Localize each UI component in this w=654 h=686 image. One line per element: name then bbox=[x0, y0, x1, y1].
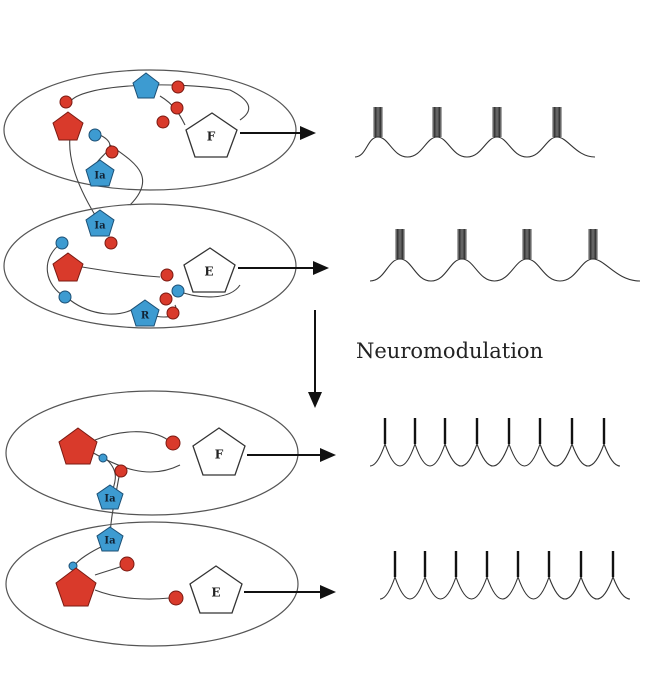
synapse-dot bbox=[98, 453, 108, 463]
synapse-dot bbox=[119, 556, 135, 572]
before-extensor-motor-label: E bbox=[204, 265, 213, 279]
synapse-dot bbox=[114, 464, 128, 478]
synapse-dot bbox=[88, 128, 102, 142]
after-extensor-oval bbox=[5, 521, 299, 647]
after-flexor-module: F Ia bbox=[5, 390, 336, 541]
synapse-dot bbox=[104, 236, 118, 250]
neuromodulation-transition: Neuromodulation bbox=[308, 310, 543, 408]
before-flexor-excitatory-interneuron bbox=[52, 111, 84, 141]
before-flexor-ia-interneuron bbox=[85, 159, 115, 187]
neuromodulation-label: Neuromodulation bbox=[356, 339, 543, 363]
after-extensor-excitatory-interneuron bbox=[55, 567, 97, 607]
synapse-dot bbox=[165, 435, 181, 451]
synapse-dot bbox=[59, 95, 73, 109]
membrane-trace bbox=[379, 575, 631, 600]
synapse-dot bbox=[105, 145, 119, 159]
after-extensor-ia-interneuron bbox=[96, 526, 124, 552]
spike-burst bbox=[588, 229, 598, 259]
after-extensor-motor-neuron bbox=[189, 565, 243, 614]
synapse-dot bbox=[171, 284, 185, 298]
before-extensor-ia-interneuron bbox=[85, 209, 115, 237]
before-flexor-inhibitory-cell bbox=[132, 72, 160, 99]
before-extensor-ia-label: Ia bbox=[94, 221, 106, 232]
membrane-trace bbox=[354, 136, 596, 158]
before-extensor-r-label: R bbox=[141, 311, 150, 322]
synapse-dot bbox=[156, 115, 170, 129]
before-extensor-excitatory-interneuron bbox=[52, 252, 84, 282]
before-extensor-motor-neuron bbox=[183, 247, 236, 293]
before-flexor-ia-label: Ia bbox=[94, 171, 106, 182]
spike-burst bbox=[373, 107, 383, 137]
synapse-dot bbox=[166, 306, 180, 320]
after-extensor-spike-trace bbox=[379, 551, 631, 600]
before-flexor-module: F Ia bbox=[3, 69, 316, 216]
before-extensor-oval bbox=[3, 203, 297, 329]
synapse-dot bbox=[159, 292, 173, 306]
after-flexor-ia-interneuron bbox=[96, 484, 124, 510]
spike-burst bbox=[492, 107, 502, 137]
synapse-dot bbox=[168, 590, 184, 606]
after-flexor-spike-trace bbox=[369, 418, 621, 467]
synapse-dot bbox=[171, 80, 185, 94]
after-extensor-module: Ia E bbox=[5, 521, 336, 647]
spike-burst bbox=[432, 107, 442, 137]
after-flexor-motor-label: F bbox=[215, 448, 224, 462]
after-flexor-excitatory-interneuron bbox=[58, 427, 98, 465]
membrane-trace bbox=[369, 442, 621, 467]
after-flexor-ia-label: Ia bbox=[104, 494, 116, 505]
spike-burst bbox=[457, 229, 467, 259]
before-extensor-module: Ia E R bbox=[3, 203, 329, 329]
after-flexor-motor-neuron bbox=[192, 427, 246, 476]
synapse-dot bbox=[55, 236, 69, 250]
before-flexor-burst-trace bbox=[354, 107, 596, 158]
before-flexor-motor-label: F bbox=[207, 130, 216, 144]
synapse-dot bbox=[170, 101, 184, 115]
after-extensor-motor-label: E bbox=[211, 586, 220, 600]
after-flexor-oval bbox=[5, 390, 299, 516]
synapse-dot bbox=[160, 268, 174, 282]
before-extensor-renshaw-cell bbox=[130, 299, 160, 327]
before-flexor-oval bbox=[3, 69, 297, 191]
before-flexor-motor-neuron bbox=[185, 112, 238, 158]
spike-burst bbox=[395, 229, 405, 259]
after-extensor-ia-label: Ia bbox=[104, 536, 116, 547]
synapse-dot bbox=[58, 290, 72, 304]
spike-burst bbox=[522, 229, 532, 259]
before-extensor-burst-trace bbox=[369, 229, 641, 282]
spike-burst bbox=[552, 107, 562, 137]
membrane-trace bbox=[369, 258, 641, 282]
